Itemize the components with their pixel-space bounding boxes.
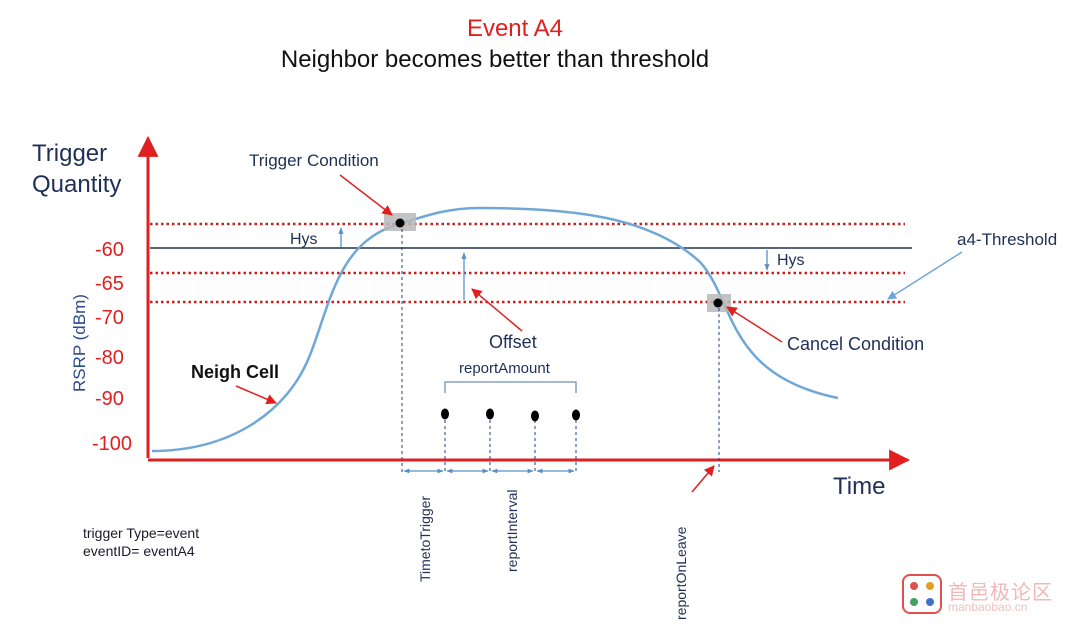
report-point-1 [441, 408, 449, 420]
watermark-logo [902, 574, 942, 614]
watermark-url: manbaobao.cn [948, 600, 1028, 614]
y-tick-70: -70 [95, 307, 124, 329]
diagram-title: Event A4 [466, 15, 564, 42]
y-axis-unit-label: RSRP (dBm) [70, 294, 89, 392]
y-axis-title-line2: Quantity [32, 171, 121, 198]
hys-left-label: Hys [290, 231, 318, 248]
report-point-2 [486, 408, 494, 420]
report-amount-label: reportAmount [459, 360, 551, 377]
report-interval-label: reportInterval [504, 490, 520, 572]
trigger-condition-pointer [339, 174, 393, 216]
diagram-subtitle: Neighbor becomes better than threshold [280, 46, 710, 73]
trigger-point [395, 218, 405, 228]
offset-label: Offset [489, 332, 537, 352]
y-tick-65: -65 [95, 273, 124, 295]
y-tick-90: -90 [95, 388, 124, 410]
x-axis-title: Time [833, 473, 885, 500]
cancel-condition-pointer [726, 306, 783, 343]
y-axis-title-line1: Trigger [32, 140, 107, 167]
y-tick-100: -100 [92, 433, 132, 455]
cancel-condition-label: Cancel Condition [787, 334, 924, 354]
report-point-4 [572, 409, 580, 421]
report-point-3 [531, 410, 539, 422]
y-tick-60: -60 [95, 239, 124, 261]
y-tick-80: -80 [95, 347, 124, 369]
report-on-leave-label: reportOnLeave [673, 526, 689, 620]
a4-threshold-label: a4-Threshold [957, 230, 1057, 249]
trigger-type-text: trigger Type=event [83, 525, 200, 541]
watermark: 首邑极论区 manbaobao.cn [902, 574, 1072, 618]
offset-pointer [471, 288, 523, 332]
report-on-leave-pointer [691, 465, 715, 493]
trigger-condition-label: Trigger Condition [249, 151, 379, 170]
time-to-trigger-label: TimetoTrigger [417, 496, 433, 582]
neigh-cell-pointer [235, 385, 277, 405]
a4-threshold-pointer [887, 251, 963, 300]
neigh-cell-curve [151, 206, 839, 453]
report-amount-bracket [444, 381, 577, 393]
watermark-text: 首邑极论区 [948, 582, 1053, 604]
event-id-text: eventID= eventA4 [83, 543, 195, 559]
hys-right-label: Hys [777, 252, 805, 269]
cancel-point [713, 298, 723, 308]
neigh-cell-label: Neigh Cell [191, 362, 279, 382]
